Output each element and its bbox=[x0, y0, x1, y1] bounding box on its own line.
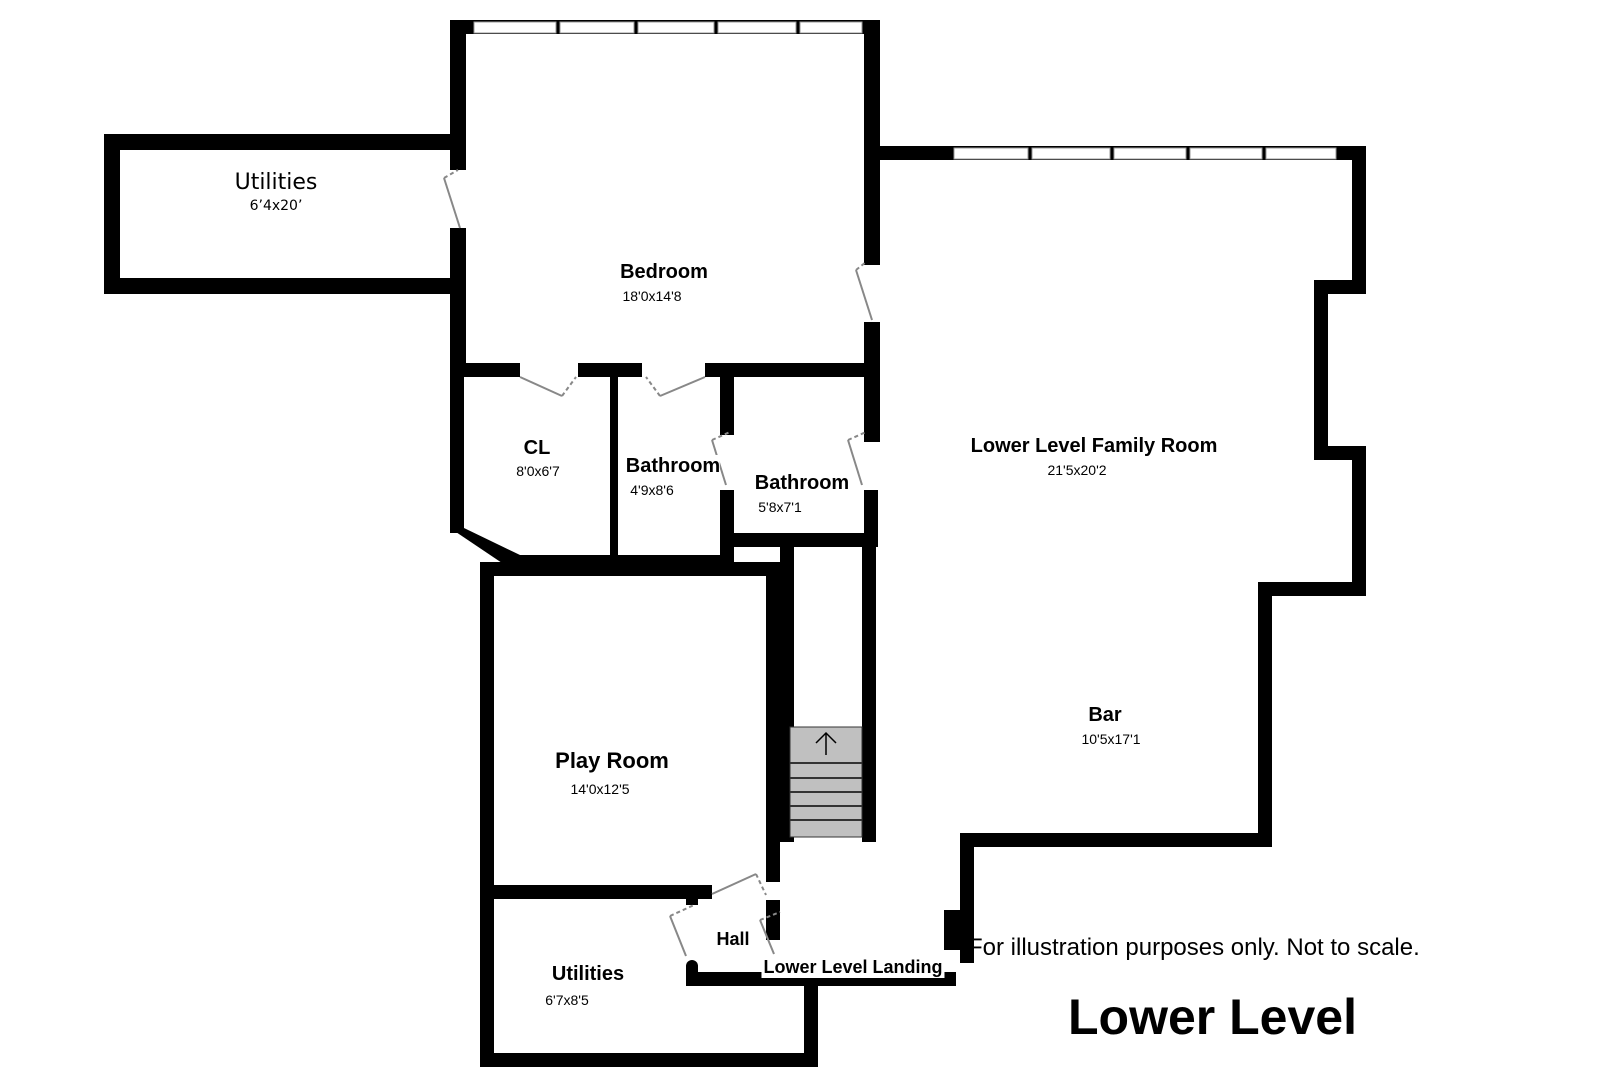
arrow-up-icon bbox=[815, 731, 837, 755]
room-utilities-lower: Utilities bbox=[551, 963, 625, 985]
room-dims: 18'0x14'8 bbox=[622, 288, 682, 304]
room-cl: CL bbox=[523, 437, 551, 459]
room-lower-level-landing: Lower Level Landing bbox=[761, 957, 945, 978]
doors bbox=[443, 169, 873, 957]
room-dims: 5'8x7'1 bbox=[758, 499, 802, 515]
room-dims: 8'0x6'7 bbox=[516, 463, 560, 479]
room-play-room: Play Room bbox=[555, 748, 669, 773]
room-dims: 14'0x12'5 bbox=[570, 781, 630, 797]
walls bbox=[104, 20, 1366, 1067]
level-title: Lower Level bbox=[1068, 989, 1357, 1045]
room-dims: 6’4x20’ bbox=[249, 198, 303, 214]
room-bar: Bar bbox=[1088, 704, 1122, 726]
room-bathroom-2: Bathroom bbox=[754, 472, 850, 494]
disclaimer-text: For illustration purposes only. Not to s… bbox=[968, 934, 1420, 961]
room-bedroom: Bedroom bbox=[620, 261, 708, 283]
room-dims: 21'5x20'2 bbox=[1047, 462, 1107, 478]
windows bbox=[473, 21, 1337, 160]
room-bathroom-1: Bathroom bbox=[625, 455, 721, 478]
stairs bbox=[789, 726, 863, 838]
room-utilities-upper: Utilities bbox=[235, 170, 318, 195]
room-family-room: Lower Level Family Room bbox=[970, 435, 1218, 457]
room-dims: 4'9x8'6 bbox=[630, 482, 674, 498]
room-dims: 6'7x8'5 bbox=[545, 992, 589, 1008]
room-dims: 10'5x17'1 bbox=[1081, 731, 1141, 747]
room-hall: Hall bbox=[716, 929, 750, 949]
room-name: Utilities bbox=[234, 170, 318, 195]
